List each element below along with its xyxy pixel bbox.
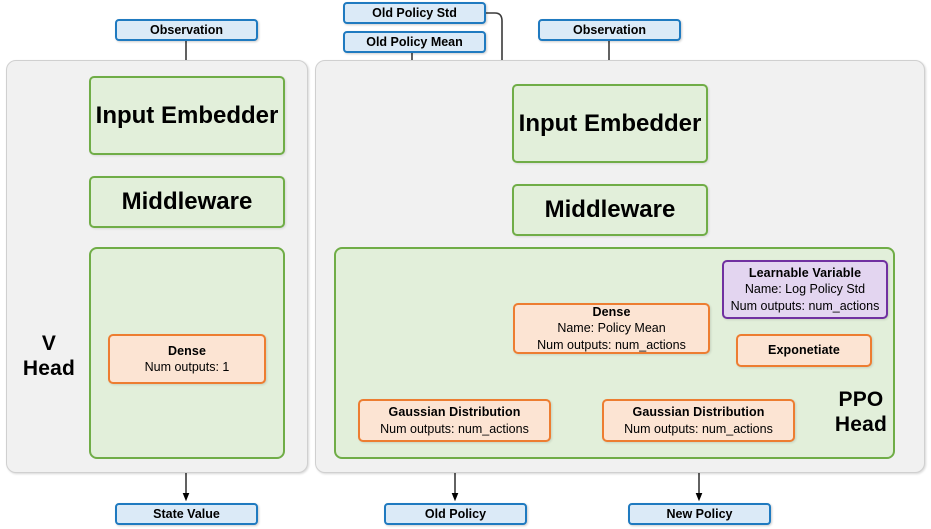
output-state-value[interactable]: State Value [115, 503, 258, 525]
input-old-policy-mean[interactable]: Old Policy Mean [343, 31, 486, 53]
node-input-embedder-ppo-label: Input Embedder [518, 109, 702, 137]
node-input-embedder-v[interactable]: Input Embedder [89, 76, 285, 155]
node-gaussian-distribution-new-sub1: Num outputs: num_actions [624, 421, 773, 436]
input-observation-ppo-label: Observation [573, 23, 646, 37]
output-new-policy[interactable]: New Policy [628, 503, 771, 525]
node-learnable-variable-sub1: Name: Log Policy Std [744, 282, 866, 297]
node-dense-policy-mean-title: Dense [592, 304, 631, 319]
input-observation-ppo[interactable]: Observation [538, 19, 681, 41]
node-dense-v[interactable]: Dense Num outputs: 1 [108, 334, 266, 384]
node-middleware-v-label: Middleware [121, 188, 253, 215]
v-head-label-line2: Head [22, 356, 76, 380]
node-gaussian-distribution-new-title: Gaussian Distribution [632, 405, 765, 419]
node-middleware-v[interactable]: Middleware [89, 176, 285, 228]
ppo-head-label-line1: PPO [838, 388, 884, 411]
node-dense-v-sub1: Num outputs: 1 [144, 360, 230, 374]
node-learnable-variable-sub2: Num outputs: num_actions [730, 298, 880, 313]
input-old-policy-std[interactable]: Old Policy Std [343, 2, 486, 24]
input-observation-v-label: Observation [150, 23, 223, 37]
output-state-value-label: State Value [153, 507, 220, 521]
v-head-label: V Head [10, 332, 88, 382]
input-old-policy-std-label: Old Policy Std [372, 6, 457, 20]
input-observation-v[interactable]: Observation [115, 19, 258, 41]
node-input-embedder-v-label: Input Embedder [95, 101, 279, 129]
output-new-policy-label: New Policy [666, 507, 733, 521]
node-gaussian-distribution-old[interactable]: Gaussian Distribution Num outputs: num_a… [358, 399, 551, 442]
node-exponetiate[interactable]: Exponetiate [736, 334, 872, 367]
node-dense-policy-mean[interactable]: Dense Name: Policy Mean Num outputs: num… [513, 303, 710, 354]
node-dense-v-title: Dense [167, 343, 207, 358]
node-middleware-ppo[interactable]: Middleware [512, 184, 708, 236]
ppo-head-label: PPO Head [816, 388, 906, 438]
node-gaussian-distribution-new[interactable]: Gaussian Distribution Num outputs: num_a… [602, 399, 795, 442]
node-gaussian-distribution-old-title: Gaussian Distribution [388, 405, 521, 419]
ppo-head-label-line2: Head [834, 412, 888, 436]
output-old-policy[interactable]: Old Policy [384, 503, 527, 525]
output-old-policy-label: Old Policy [424, 507, 487, 521]
node-middleware-ppo-label: Middleware [544, 196, 676, 223]
node-dense-policy-mean-sub1: Name: Policy Mean [557, 321, 666, 336]
node-learnable-variable-title: Learnable Variable [748, 265, 862, 280]
node-input-embedder-ppo[interactable]: Input Embedder [512, 84, 708, 163]
node-exponetiate-title: Exponetiate [768, 343, 840, 358]
node-dense-policy-mean-sub2: Num outputs: num_actions [537, 337, 686, 352]
input-old-policy-mean-label: Old Policy Mean [366, 35, 463, 49]
node-learnable-variable-log-policy-std[interactable]: Learnable Variable Name: Log Policy Std … [722, 260, 888, 319]
node-gaussian-distribution-old-sub1: Num outputs: num_actions [380, 421, 529, 436]
v-head-label-line1: V [41, 332, 57, 355]
